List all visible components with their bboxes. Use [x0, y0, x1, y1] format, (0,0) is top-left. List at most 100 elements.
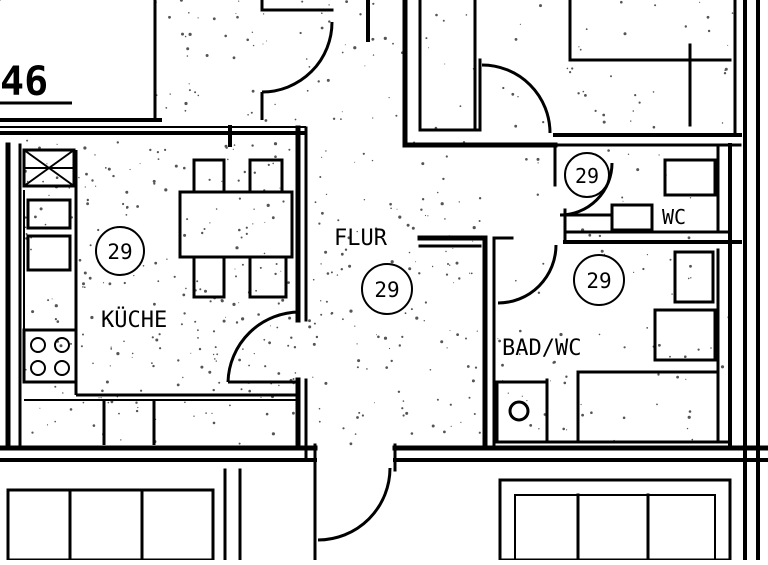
speckle [497, 338, 499, 340]
room-name-wc: WC [662, 205, 686, 229]
speckle [469, 272, 471, 274]
speckle [687, 415, 691, 419]
speckle [199, 288, 202, 291]
speckle [731, 12, 734, 14]
speckle [642, 267, 645, 271]
speckle [514, 124, 518, 128]
speckle [313, 322, 316, 325]
speckle [44, 223, 47, 226]
speckle [31, 310, 35, 314]
speckle [104, 167, 107, 169]
speckle [395, 114, 398, 117]
speckle [159, 347, 162, 350]
speckle [374, 227, 378, 230]
speckle [317, 80, 320, 83]
scan-speckles [23, 0, 737, 446]
speckle [46, 163, 48, 165]
speckle [356, 416, 359, 419]
speckle [431, 265, 434, 268]
speckle [54, 318, 58, 321]
speckle [248, 389, 251, 393]
speckle [129, 168, 131, 171]
speckle [721, 122, 724, 124]
speckle [581, 413, 584, 417]
speckle [85, 172, 88, 176]
speckle [638, 101, 641, 104]
speckle [502, 86, 505, 90]
speckle [275, 263, 278, 265]
speckle [197, 94, 200, 97]
speckle [308, 325, 312, 329]
speckle [278, 384, 280, 387]
speckle [250, 111, 253, 114]
speckle [658, 154, 660, 156]
speckle [466, 365, 470, 368]
speckle [232, 56, 236, 60]
speckle [607, 149, 610, 152]
speckle [404, 312, 407, 315]
speckle [342, 427, 345, 430]
speckle [212, 330, 216, 333]
speckle [39, 207, 43, 211]
speckle [326, 272, 330, 275]
speckle [372, 38, 375, 40]
speckle [30, 248, 32, 251]
room-number-wc: 29 [575, 164, 599, 188]
speckle [165, 107, 168, 109]
speckle [235, 275, 237, 278]
speckle [164, 148, 167, 151]
room-number-circle-flur [361, 263, 413, 315]
speckle [320, 263, 322, 265]
speckle [336, 274, 339, 276]
speckle [290, 336, 293, 339]
speckle [116, 141, 120, 144]
speckle [658, 343, 661, 347]
speckle [689, 264, 692, 268]
speckle [122, 202, 125, 206]
speckle [218, 381, 221, 384]
speckle [186, 47, 190, 51]
speckle [623, 346, 626, 349]
speckle [519, 23, 522, 25]
speckle [266, 203, 270, 207]
speckle [282, 200, 285, 203]
speckle [110, 348, 113, 350]
speckle [267, 163, 270, 166]
speckle [623, 32, 627, 36]
speckle [225, 316, 227, 318]
speckle [455, 261, 459, 265]
speckle [281, 298, 285, 302]
speckle [450, 425, 452, 427]
speckle [251, 89, 255, 93]
speckle [588, 233, 592, 237]
speckle [389, 202, 392, 206]
corner-label: 46 [0, 59, 48, 105]
speckle [188, 32, 192, 37]
speckle [186, 218, 189, 221]
speckle [176, 383, 180, 387]
speckle [86, 198, 90, 202]
speckle [542, 121, 545, 124]
speckle [633, 271, 635, 273]
speckle [598, 234, 602, 238]
speckle [330, 312, 333, 315]
speckle [136, 205, 140, 208]
speckle [372, 117, 374, 119]
speckle [200, 365, 204, 369]
speckle [428, 47, 430, 49]
speckle [188, 83, 190, 85]
speckle [194, 320, 197, 323]
speckle [445, 273, 449, 276]
speckle [349, 442, 353, 446]
speckle [320, 300, 322, 302]
speckle [92, 362, 94, 365]
speckle [181, 32, 184, 36]
speckle [390, 207, 392, 210]
speckle [82, 286, 84, 288]
speckle [120, 439, 122, 441]
speckle [273, 142, 278, 146]
speckle [89, 244, 92, 247]
speckle [539, 4, 542, 8]
speckle [245, 232, 248, 235]
